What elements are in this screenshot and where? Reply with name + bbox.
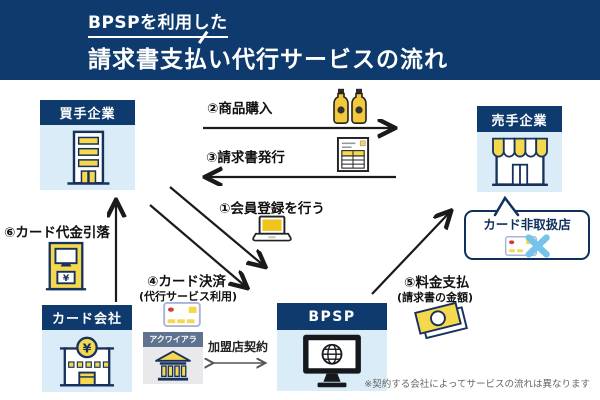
card-company-box: カード会社 ¥: [42, 305, 132, 392]
storefront-icon: [484, 135, 556, 189]
acquirer-label: アクワイアラ: [143, 332, 203, 347]
bank-yen-icon: ¥: [56, 333, 118, 389]
step6-label: ⑥カード代金引落: [4, 225, 110, 241]
seller-company-box: 売手企業: [477, 106, 562, 192]
step4-note: (代行サービス利用): [139, 290, 238, 303]
svg-text:¥: ¥: [83, 340, 92, 355]
invoice-icon: [336, 136, 371, 173]
page-title: 請求書支払い代行サービスの流れ: [88, 47, 448, 73]
title-tagline: BPSPを利用した: [88, 8, 228, 38]
merchant-contract-label: 加盟店契約: [208, 340, 269, 354]
seller-company-label: 売手企業: [477, 106, 562, 132]
title-banner: BPSPを利用した 請求書支払い代行サービスの流れ: [0, 0, 600, 80]
bpsp-label: BPSP: [277, 303, 387, 330]
acquirer-box: アクワイアラ: [143, 332, 203, 384]
step5-label: ⑤料金支払: [404, 275, 470, 291]
card-crossed-icon: [501, 233, 553, 259]
svg-text:¥: ¥: [63, 274, 70, 284]
bubble-pointer: [493, 195, 520, 217]
laptop-icon: [251, 215, 293, 243]
step3-label: ③請求書発行: [206, 150, 285, 166]
step2-label: ②商品購入: [207, 101, 273, 117]
atm-icon: ¥: [43, 241, 89, 293]
credit-card-icon: [162, 301, 202, 328]
classical-bank-icon: [154, 349, 192, 382]
non-card-store-label: カード非取扱店: [483, 217, 571, 232]
card-company-label: カード会社: [42, 305, 132, 330]
web-monitor-icon: [299, 333, 365, 389]
non-card-store-bubble: カード非取扱店: [464, 195, 590, 260]
banknote-icon: [412, 299, 470, 342]
buyer-company-label: 買手企業: [40, 100, 135, 125]
bottles-icon: [332, 88, 372, 126]
step1-label: ①会員登録を行う: [219, 201, 325, 217]
office-building-icon: [60, 128, 116, 188]
bpsp-box: BPSP: [277, 303, 387, 391]
footnote: ※契約する会社によってサービスの流れは異なります: [364, 379, 590, 390]
step4-label: ④カード決済: [147, 274, 226, 290]
buyer-company-box: 買手企業: [40, 100, 135, 190]
